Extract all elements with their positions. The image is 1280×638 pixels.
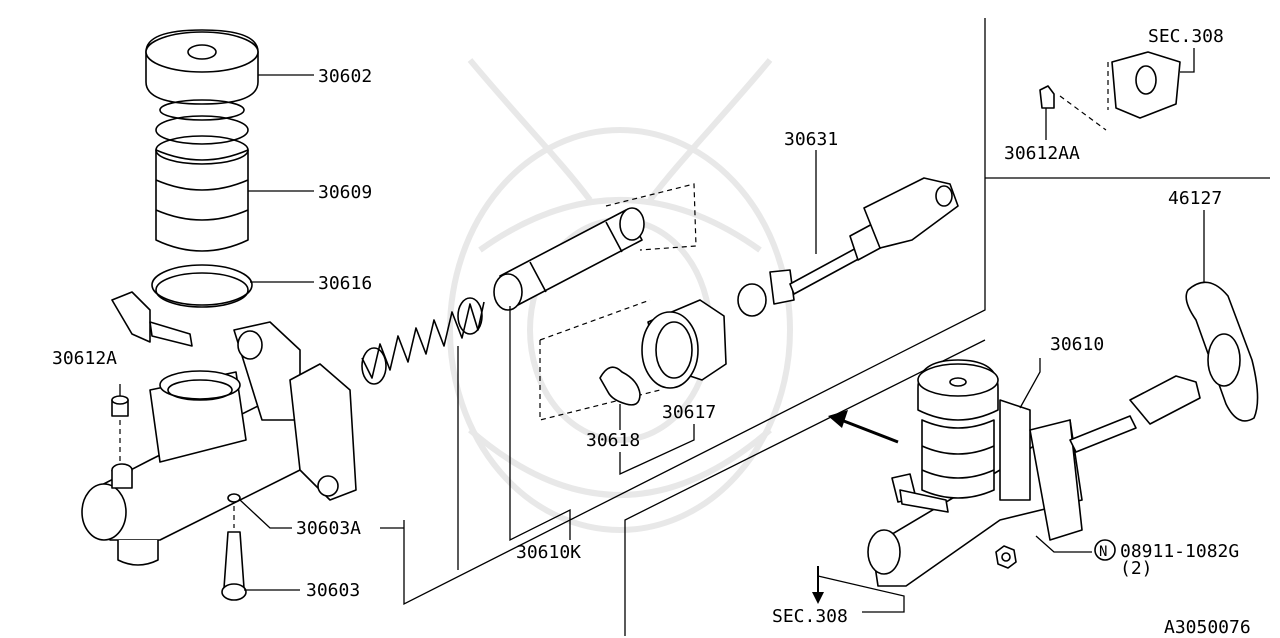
piston-assembly	[493, 183, 697, 311]
label-30618: 30618	[586, 430, 640, 451]
dust-boot	[539, 299, 727, 421]
label-30603a: 30603A	[296, 518, 361, 539]
reservoir-cap	[145, 29, 259, 121]
label-30631: 30631	[784, 129, 838, 150]
label-30610k: 30610K	[516, 542, 581, 563]
label-46127: 46127	[1168, 188, 1222, 209]
label-nut-part: 08911-1082G	[1120, 541, 1239, 562]
hose-clamp	[111, 264, 253, 347]
label-30602: 30602	[318, 66, 372, 87]
nut-symbol-circle	[1094, 539, 1116, 561]
label-30603: 30603	[306, 580, 360, 601]
label-30612aa: 30612AA	[1004, 143, 1080, 164]
hex-nut	[995, 545, 1017, 569]
label-sec308-bottom: SEC.308	[772, 606, 848, 627]
label-nut-qty: (2)	[1120, 558, 1153, 579]
assembled-master-cylinder	[867, 359, 1201, 587]
label-30610: 30610	[1050, 334, 1104, 355]
label-30616: 30616	[318, 273, 372, 294]
retaining-clip	[599, 366, 641, 406]
leader-lines	[119, 48, 1205, 613]
inset-clip-detail	[1039, 51, 1181, 131]
label-30609: 30609	[318, 182, 372, 203]
master-cylinder-body	[81, 321, 357, 566]
return-spring	[361, 297, 485, 385]
direction-arrows	[812, 410, 899, 604]
nut-symbol: N	[1099, 544, 1107, 560]
section-dividers	[403, 18, 1270, 636]
gasket	[1185, 281, 1259, 422]
label-30612a: 30612A	[52, 348, 117, 369]
diagram-id: A3050076	[1164, 617, 1251, 638]
push-rod	[737, 177, 959, 317]
reservoir-tank	[155, 115, 249, 252]
label-30617: 30617	[662, 402, 716, 423]
part-labels: 30602 30609 30616 30612A 30603A 30603 30…	[52, 26, 1251, 638]
bleeder-screw	[111, 395, 129, 462]
bolt-and-washer	[221, 493, 247, 601]
label-sec308-top: SEC.308	[1148, 26, 1224, 47]
